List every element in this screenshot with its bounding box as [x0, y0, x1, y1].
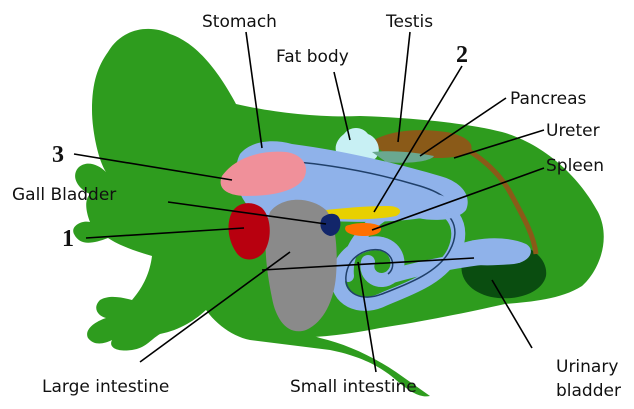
label-gall-bladder: Gall Bladder — [12, 185, 116, 205]
label-testis: Testis — [385, 12, 433, 32]
label-stomach: Stomach — [202, 12, 277, 32]
label-3: 3 — [52, 142, 64, 168]
label-2: 2 — [456, 42, 468, 68]
label-1: 1 — [62, 226, 74, 252]
label-spleen: Spleen — [546, 156, 604, 176]
label-fat-body: Fat body — [276, 47, 349, 67]
label-urinary-bladder-1: Urinary — [556, 357, 618, 377]
label-pancreas: Pancreas — [510, 89, 587, 109]
label-ureter: Ureter — [546, 121, 600, 141]
label-small-intestine: Small intestine — [290, 377, 417, 397]
lower-intestine-lobe — [454, 238, 531, 265]
label-large-intestine: Large intestine — [42, 377, 169, 397]
label-urinary-bladder-2: bladder — [556, 381, 621, 401]
